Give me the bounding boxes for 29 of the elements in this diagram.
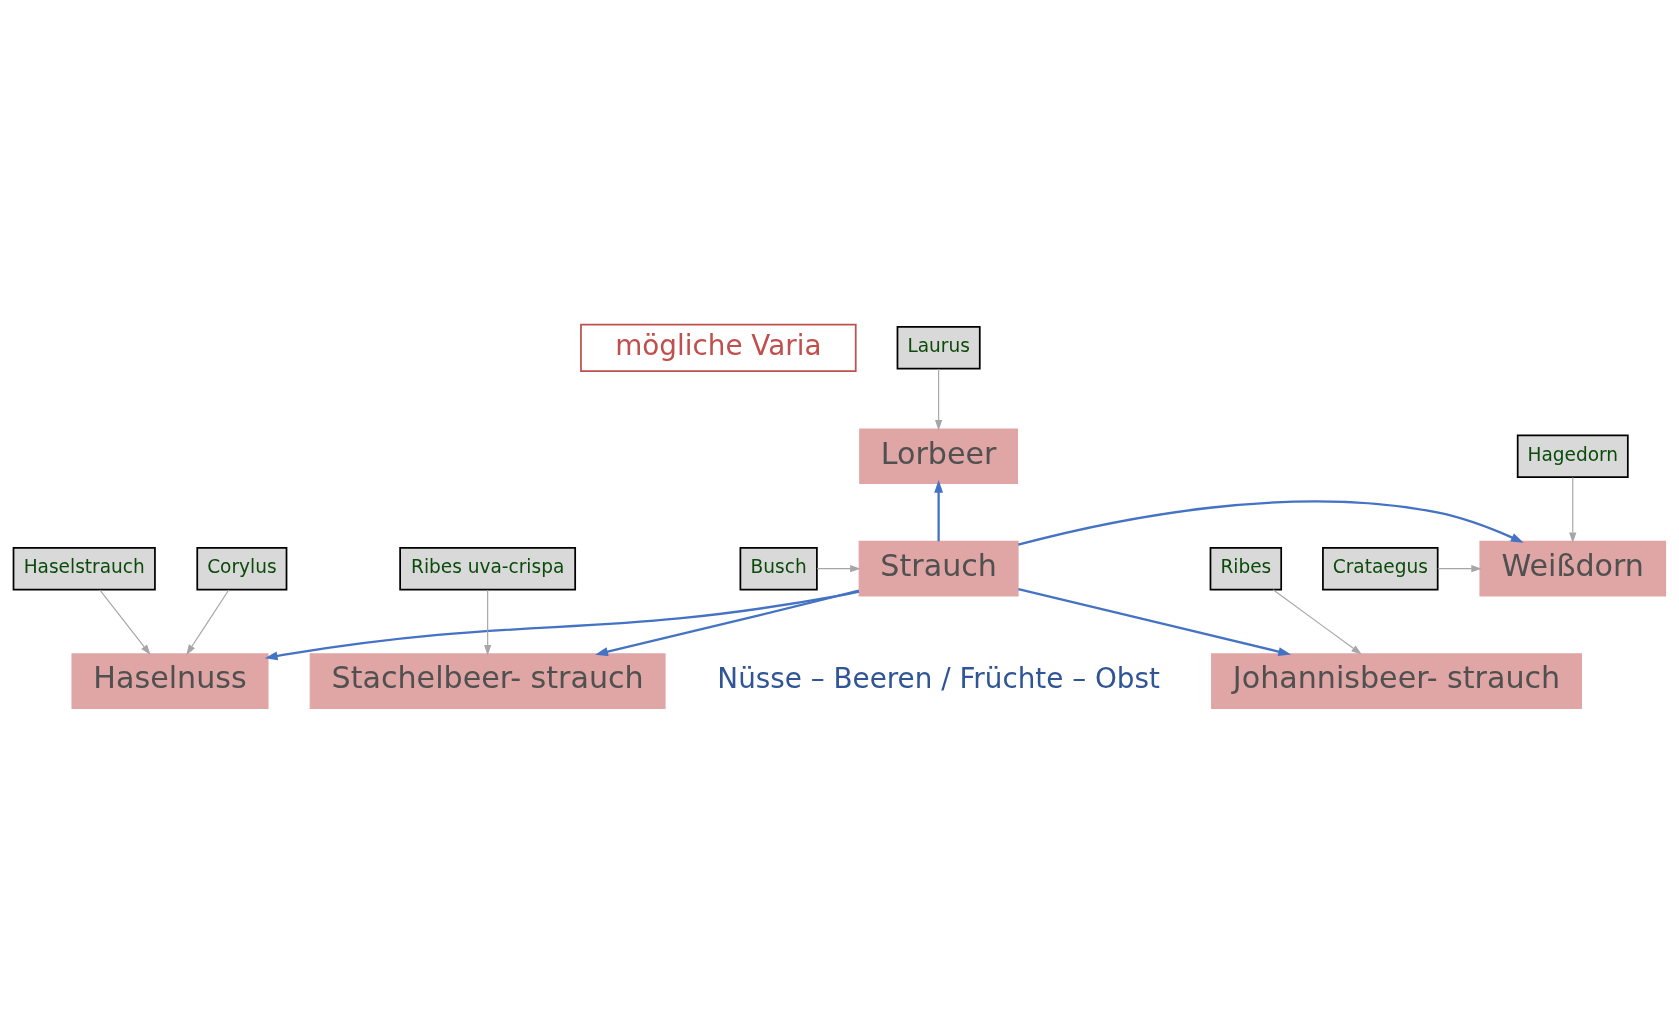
node-box: Haselnuss [71, 653, 269, 709]
arrow [1272, 589, 1362, 655]
arrow [264, 590, 860, 661]
node-box: Laurus [896, 326, 981, 370]
node-box: Haselstrauch [12, 546, 156, 591]
node-box: Corylus [196, 546, 288, 591]
label: Nüsse – Beeren / Früchte – Obst [717, 662, 1160, 696]
node-box: Weißdorn [1479, 540, 1667, 597]
arrow [934, 479, 944, 542]
arrow [186, 589, 230, 656]
node-box: Strauch [858, 540, 1019, 597]
node-box: Ribes uva-crispa [399, 546, 577, 591]
node-box: Johannisbeer- strauch [1211, 653, 1583, 709]
arrow [934, 368, 943, 431]
node-box: Crataegus [1322, 546, 1439, 591]
node-box: Busch [739, 546, 818, 591]
arrow [1018, 587, 1292, 656]
arrow [1569, 477, 1577, 543]
arrow [595, 589, 860, 657]
node-box: mögliche Varia [580, 323, 857, 372]
arrow [99, 589, 151, 656]
node-box: Lorbeer [859, 428, 1019, 485]
arrow [1437, 565, 1482, 573]
node-box: Stachelbeer- strauch [309, 653, 666, 709]
node-box: Ribes [1209, 546, 1283, 591]
arrow [816, 565, 861, 573]
arrow [1017, 500, 1524, 546]
node-box: Hagedorn [1516, 434, 1629, 478]
arrow [484, 589, 492, 656]
